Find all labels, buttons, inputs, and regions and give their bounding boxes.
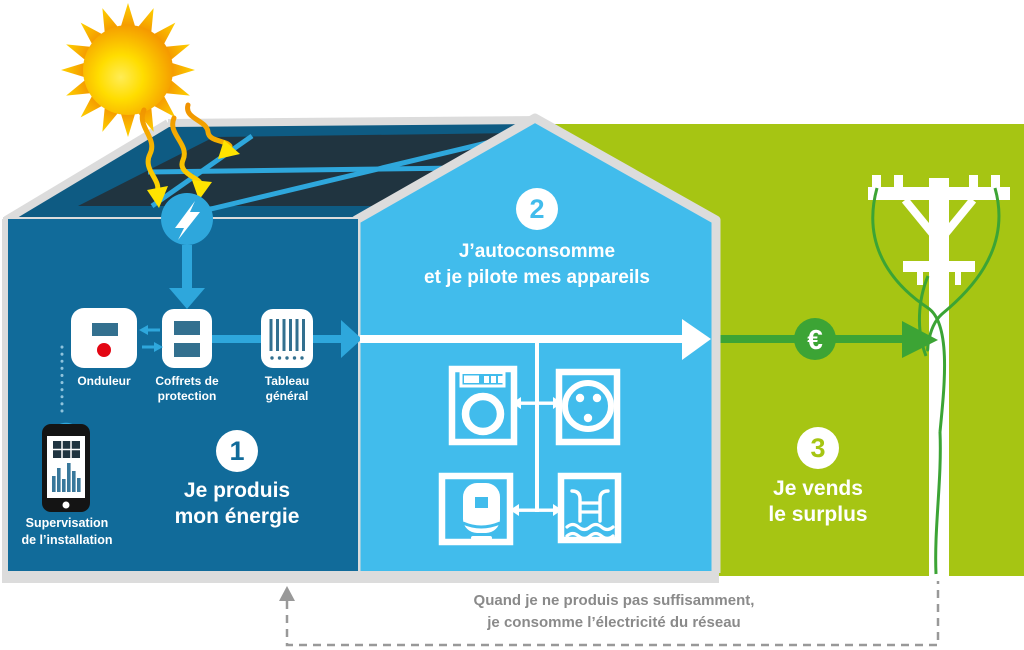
- smartphone-icon: [42, 424, 90, 512]
- step1-badge: 1: [216, 430, 258, 472]
- lightning-icon: [161, 193, 213, 245]
- sunray-arrowheads: [147, 140, 240, 208]
- electrical-panel-icon: [261, 309, 313, 368]
- euro-symbol: €: [807, 324, 823, 355]
- utility-pole-icon: [868, 175, 1010, 576]
- grid-note-line2: je consomme l’électricité du réseau: [486, 614, 740, 631]
- grid-return-arrowhead: [279, 586, 295, 601]
- onduleur-label: Onduleur: [77, 374, 131, 388]
- tableau-label-line1: Tableau: [265, 374, 309, 388]
- protection-box-icon: [162, 309, 212, 368]
- power-lines: [871, 187, 1001, 575]
- washing-machine-icon: [448, 365, 518, 446]
- step2-title-line1: J’autoconsomme: [459, 241, 615, 262]
- step3-badge: 3: [797, 427, 839, 469]
- supervision-label-line2: de l’installation: [22, 533, 113, 547]
- euro-icon: €: [794, 318, 836, 360]
- energy-down-arrow: [169, 245, 205, 309]
- monitoring-bars: [52, 463, 81, 492]
- sell-surplus-arrow: €: [714, 318, 938, 360]
- step1-title-line2: mon énergie: [175, 505, 300, 528]
- step3-title-line1: Je vends: [773, 477, 863, 500]
- step3-title-line2: le surplus: [768, 503, 867, 526]
- step1-title-line1: Je produis: [184, 479, 290, 502]
- pool-icon: [557, 472, 622, 544]
- supervision-label-line1: Supervisation: [26, 516, 109, 530]
- house-left-border: [2, 219, 8, 579]
- house-bottom-border: [2, 571, 719, 583]
- water-heater-icon: [438, 472, 514, 546]
- equipment-flow-arrows: [139, 320, 362, 358]
- grid-return-path: [279, 581, 940, 647]
- step2-badge: 2: [516, 188, 558, 230]
- sun-icon: [61, 3, 195, 137]
- step3-number: 3: [810, 433, 825, 463]
- step1-number: 1: [229, 436, 244, 466]
- step2-title-line2: et je pilote mes appareils: [424, 267, 650, 288]
- socket-icon: [555, 368, 621, 446]
- inverter-icon: [71, 308, 137, 368]
- coffrets-label-line1: Coffrets de: [155, 374, 219, 388]
- step2-number: 2: [529, 194, 544, 224]
- coffrets-label-line2: protection: [158, 389, 217, 403]
- autoconsumption-arrow: [360, 319, 711, 512]
- tableau-label-line2: général: [266, 389, 309, 403]
- grid-note-line1: Quand je ne produis pas suffisamment,: [474, 592, 755, 609]
